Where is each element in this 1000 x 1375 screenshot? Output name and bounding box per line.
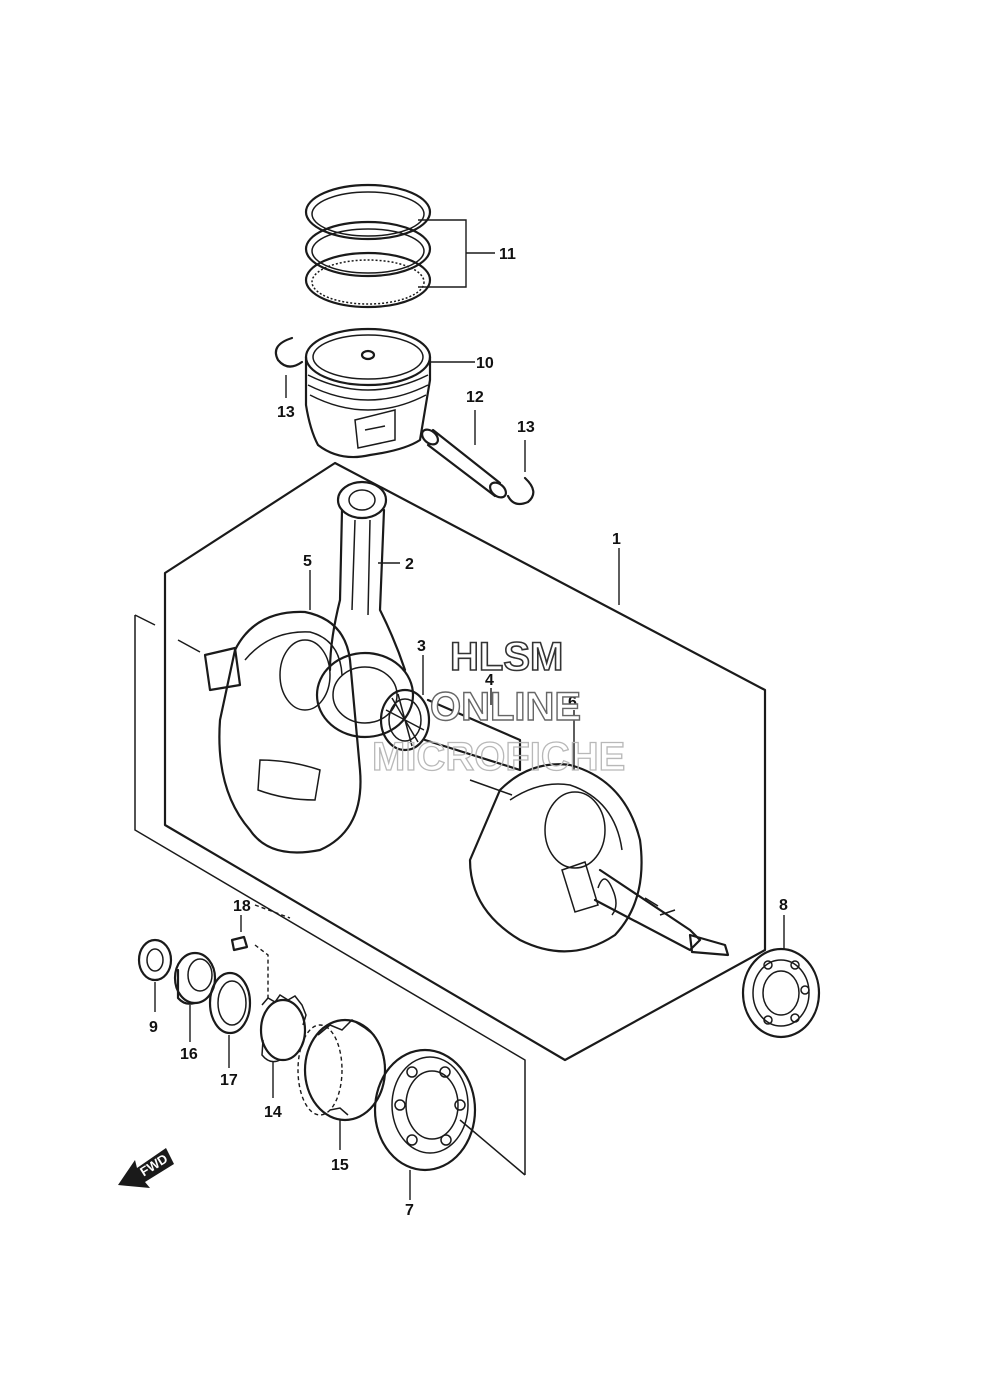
callout-14: 14 bbox=[264, 1104, 282, 1121]
callout-4: 4 bbox=[485, 672, 494, 689]
callout-7: 7 bbox=[405, 1202, 414, 1219]
callout-17: 17 bbox=[220, 1072, 238, 1089]
balancer-drive-gear bbox=[297, 1018, 387, 1150]
piston-rings bbox=[304, 183, 495, 309]
callout-12: 12 bbox=[466, 389, 484, 406]
fwd-arrow-icon: FWD bbox=[118, 1148, 174, 1188]
watermark-line-1: HLSM bbox=[450, 635, 563, 679]
callout-10: 10 bbox=[476, 355, 494, 372]
right-bearing bbox=[741, 915, 821, 1039]
callout-9: 9 bbox=[149, 1019, 158, 1036]
piston-pin bbox=[421, 410, 507, 499]
callout-3: 3 bbox=[417, 638, 426, 655]
watermark: HLSM ONLINE MICROFICHE bbox=[371, 634, 626, 779]
oil-seal bbox=[137, 938, 173, 1012]
callout-8: 8 bbox=[779, 897, 788, 914]
primary-drive-gear bbox=[259, 993, 307, 1098]
callout-11: 11 bbox=[499, 246, 516, 263]
watermark-line-2: ONLINE bbox=[430, 685, 581, 729]
callout-18: 18 bbox=[233, 898, 251, 915]
washer bbox=[208, 971, 252, 1068]
callout-2: 2 bbox=[405, 556, 414, 573]
callout-16: 16 bbox=[180, 1046, 198, 1063]
left-crank-web bbox=[177, 570, 362, 854]
callout-13-right: 13 bbox=[517, 419, 535, 436]
circlips bbox=[274, 336, 535, 506]
callout-13-left: 13 bbox=[277, 404, 295, 421]
right-crank-web bbox=[468, 710, 730, 957]
assembly-outline bbox=[134, 461, 767, 1175]
woodruff-key bbox=[230, 904, 291, 1000]
crank-pin-and-bearing bbox=[379, 655, 522, 796]
spacer bbox=[173, 951, 217, 1042]
left-bearing bbox=[373, 1048, 526, 1200]
piston bbox=[304, 327, 475, 459]
callout-6: 6 bbox=[568, 694, 577, 711]
callout-15: 15 bbox=[331, 1157, 349, 1174]
connecting-rod bbox=[315, 480, 415, 739]
watermark-line-3: MICROFICHE bbox=[372, 735, 625, 779]
callout-5: 5 bbox=[303, 553, 312, 570]
callout-1: 1 bbox=[612, 531, 621, 548]
